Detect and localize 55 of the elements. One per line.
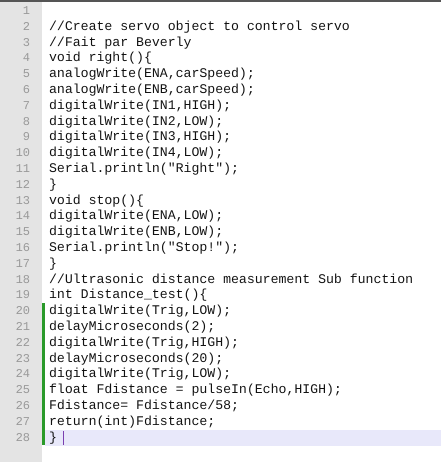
- line-number: 19: [14, 287, 30, 304]
- line-number: 21: [14, 319, 30, 335]
- line-number: 22: [14, 334, 30, 351]
- line-number: 20: [14, 303, 30, 320]
- line-number: 24: [14, 366, 30, 382]
- line-number: 2: [22, 18, 30, 35]
- code-line: }: [49, 256, 57, 272]
- line-number: 10: [14, 145, 30, 162]
- line-number: 18: [14, 272, 30, 288]
- code-line: void right(){: [49, 50, 152, 66]
- code-line: delayMicroseconds(2);: [49, 319, 216, 335]
- code-line: }: [49, 176, 57, 193]
- line-number: 14: [14, 208, 30, 224]
- code-line: float Fdistance = pulseIn(Echo,HIGH);: [49, 382, 342, 398]
- line-number: 27: [14, 414, 30, 430]
- line-number: 15: [14, 224, 30, 240]
- code-line: digitalWrite(ENA,LOW);: [49, 208, 224, 224]
- line-number: 6: [22, 82, 30, 98]
- line-number: 25: [14, 382, 30, 398]
- line-number: 3: [22, 34, 30, 51]
- line-number: 4: [22, 50, 30, 66]
- code-line: //Fait par Beverly: [49, 34, 192, 51]
- code-line: digitalWrite(Trig,HIGH);: [49, 334, 239, 351]
- code-line: Serial.println("Right");: [49, 161, 239, 177]
- code-line: //Create servo object to control servo: [49, 18, 350, 35]
- code-line: return(int)Fdistance;: [49, 414, 216, 430]
- code-line: digitalWrite(IN2,LOW);: [49, 114, 224, 130]
- line-number: 7: [22, 98, 30, 114]
- code-line: }: [49, 430, 57, 446]
- code-line: digitalWrite(Trig,LOW);: [49, 366, 232, 382]
- code-line: int Distance_test(){: [49, 287, 208, 304]
- code-line: //Ultrasonic distance measurement Sub function: [49, 272, 414, 288]
- line-number: 9: [22, 129, 30, 146]
- code-line: delayMicroseconds(20);: [49, 350, 224, 367]
- line-number: 5: [22, 66, 30, 82]
- code-line: Fdistance= Fdistance/58;: [49, 398, 239, 414]
- code-line: void stop(){: [49, 192, 144, 209]
- code-line: analogWrite(ENB,carSpeed);: [49, 82, 255, 98]
- line-number: 28: [14, 430, 30, 446]
- line-number: 23: [14, 350, 30, 367]
- code-line: Serial.println("Stop!");: [49, 240, 239, 256]
- code-line: digitalWrite(IN1,HIGH);: [49, 98, 232, 114]
- line-number: 12: [14, 176, 30, 193]
- code-line: digitalWrite(IN4,LOW);: [49, 145, 224, 162]
- line-number: 8: [22, 114, 30, 130]
- code-line: digitalWrite(ENB,LOW);: [49, 224, 224, 240]
- line-number: 26: [14, 398, 30, 414]
- line-number: 16: [14, 240, 30, 256]
- code-line: digitalWrite(Trig,LOW);: [49, 303, 232, 320]
- line-number: 11: [14, 161, 30, 177]
- line-number: 1: [22, 3, 30, 19]
- line-number: 17: [14, 256, 30, 272]
- line-number: 13: [14, 192, 30, 209]
- code-line: analogWrite(ENA,carSpeed);: [49, 66, 255, 82]
- code-line: digitalWrite(IN3,HIGH);: [49, 129, 232, 146]
